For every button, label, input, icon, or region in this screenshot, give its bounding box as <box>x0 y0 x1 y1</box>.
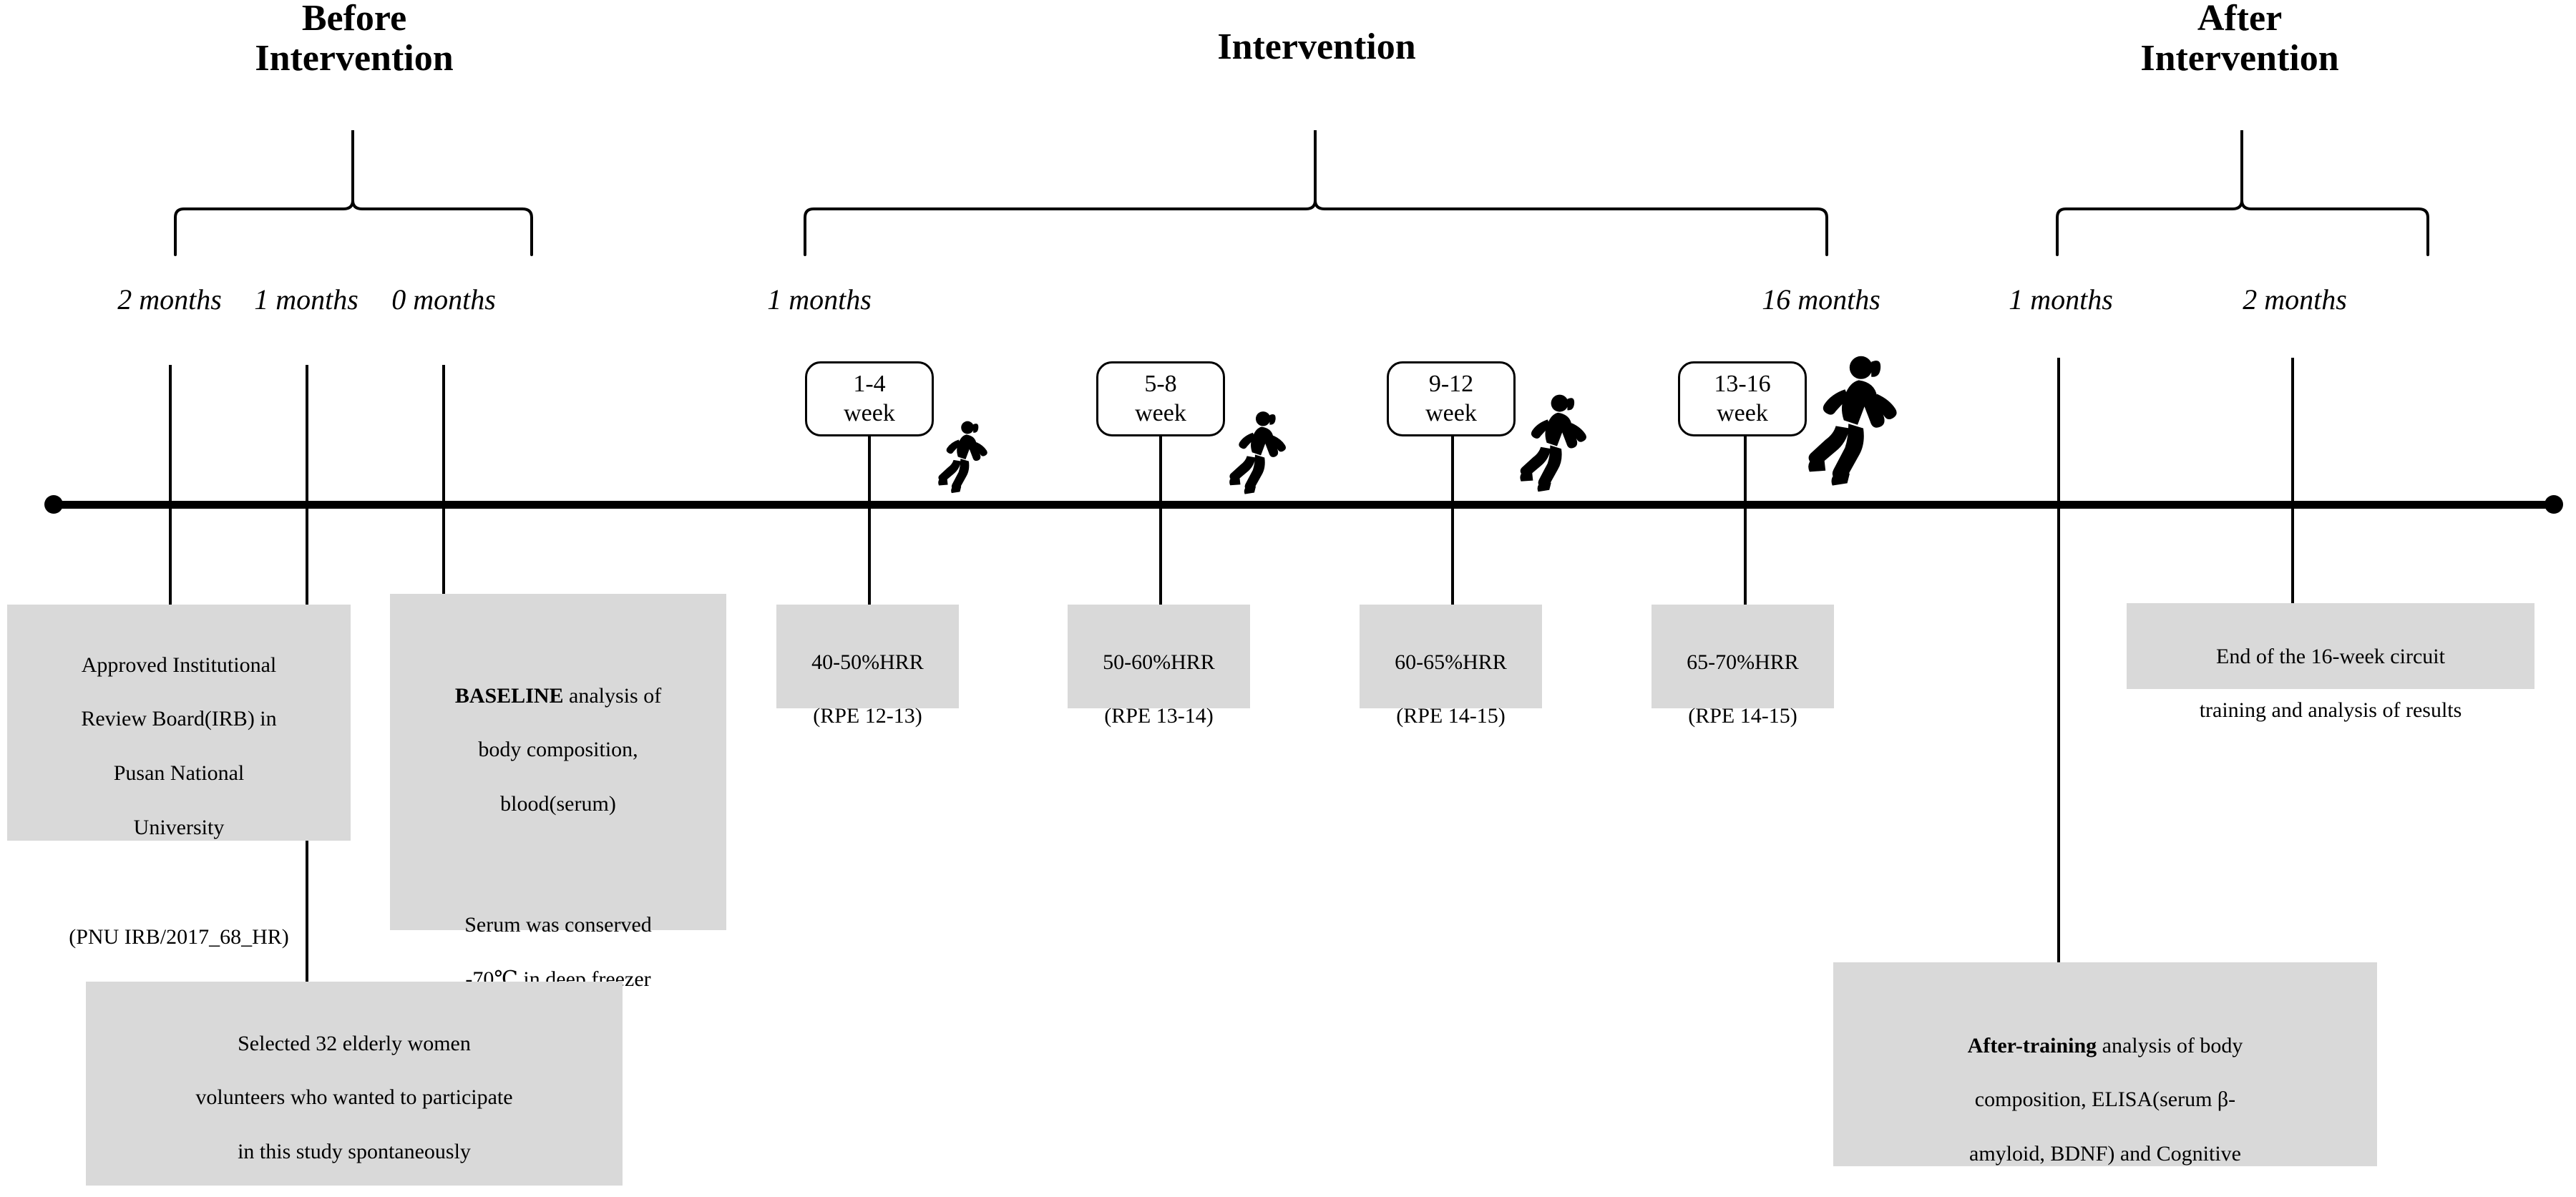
irb-line-5: (PNU IRB/2017_68_HR) <box>69 924 289 949</box>
runner-icon-4 <box>1795 352 1909 508</box>
tick-line-before-2 <box>169 365 172 633</box>
after-line-3: amyloid, BDNF) and Cognitive <box>1969 1141 2241 1166</box>
intensity-box-1: 40-50%HRR (RPE 12-13) <box>776 605 959 728</box>
intensity-hrr: 65-70%HRR <box>1687 650 1799 674</box>
week-box-range: 13-16 <box>1714 371 1771 398</box>
month-label-after-1: 1 months <box>2009 283 2113 316</box>
recruitment-line-2: volunteers who wanted to participate <box>195 1085 513 1110</box>
runner-icon-1 <box>930 419 995 505</box>
after-rest: analysis of body <box>2097 1033 2243 1057</box>
tick-line-before-0 <box>442 365 445 619</box>
week-box-range: 5-8 <box>1144 371 1177 398</box>
brace-after-intervention <box>2054 129 2433 256</box>
intensity-rpe: (RPE 14-15) <box>1396 704 1506 728</box>
phase-title-after: After Intervention <box>2140 0 2339 79</box>
tick-line-week-5-8 <box>1159 435 1162 650</box>
baseline-bold: BASELINE <box>454 683 564 708</box>
irb-line-3: Pusan National <box>113 761 245 785</box>
baseline-line-2: body composition, <box>478 738 638 762</box>
baseline-line-4: Serum was conserved <box>464 913 652 937</box>
tick-line-week-9-12 <box>1451 435 1454 650</box>
intensity-rpe: (RPE 13-14) <box>1104 704 1214 728</box>
week-box-1-4[interactable]: 1-4 week <box>805 361 934 436</box>
note-box-baseline: BASELINE analysis of body composition, b… <box>390 594 726 1045</box>
baseline-line-3: blood(serum) <box>500 791 616 816</box>
intensity-rpe: (RPE 14-15) <box>1688 704 1797 728</box>
intensity-rpe: (RPE 12-13) <box>813 704 922 728</box>
note-box-end-of-training: End of the 16-week circuit training and … <box>2127 603 2534 722</box>
phase-title-before: Before Intervention <box>255 0 454 79</box>
month-label-before-2: 2 months <box>117 283 222 316</box>
intensity-box-2: 50-60%HRR (RPE 13-14) <box>1068 605 1250 728</box>
intensity-hrr: 40-50%HRR <box>811 650 924 674</box>
note-box-after-training: After-training analysis of body composit… <box>1833 962 2377 1197</box>
brace-before-intervention <box>172 129 537 256</box>
month-label-intervention-start: 1 months <box>767 283 872 316</box>
intensity-hrr: 50-60%HRR <box>1103 650 1215 674</box>
week-box-9-12[interactable]: 9-12 week <box>1387 361 1516 436</box>
week-box-unit: week <box>1717 399 1768 426</box>
month-label-intervention-end: 16 months <box>1762 283 1880 316</box>
timeline-end-dot <box>2545 495 2563 514</box>
baseline-rest: analysis of <box>563 683 662 708</box>
irb-line-4: University <box>133 815 225 839</box>
tick-line-after-2 <box>2291 358 2294 615</box>
intensity-box-4: 65-70%HRR (RPE 14-15) <box>1652 605 1834 728</box>
tick-line-week-1-4 <box>868 435 871 650</box>
tick-line-after-1 <box>2057 358 2060 973</box>
after-line-1: After-training analysis of body <box>1840 1005 2370 1060</box>
after-line-4: function for analysis <box>1840 1194 2370 1197</box>
week-box-unit: week <box>844 399 895 426</box>
after-line-2: composition, ELISA(serum β- <box>1974 1088 2236 1112</box>
end-line-1: End of the 16-week circuit <box>2216 644 2445 668</box>
timeline-axis <box>54 501 2558 509</box>
intensity-hrr: 60-65%HRR <box>1395 650 1507 674</box>
runner-icon-2 <box>1220 409 1294 508</box>
baseline-line-1: BASELINE analysis of <box>397 655 719 710</box>
note-box-irb: Approved Institutional Review Board(IRB)… <box>7 605 351 949</box>
phase-title-intervention: Intervention <box>1217 26 1416 67</box>
runner-icon-3 <box>1508 392 1597 508</box>
week-box-5-8[interactable]: 5-8 week <box>1096 361 1225 436</box>
recruitment-line-1: Selected 32 elderly women <box>238 1031 471 1055</box>
month-label-after-2: 2 months <box>2243 283 2347 316</box>
baseline-spacer <box>397 844 719 884</box>
tick-line-week-13-16 <box>1744 435 1747 650</box>
week-box-range: 9-12 <box>1428 371 1474 398</box>
recruitment-line-3: in this study spontaneously <box>238 1139 471 1163</box>
week-box-13-16[interactable]: 13-16 week <box>1678 361 1807 436</box>
week-box-unit: week <box>1135 399 1186 426</box>
irb-spacer <box>14 868 343 896</box>
end-line-2: training and analysis of results <box>2199 698 2462 723</box>
month-label-before-0: 0 months <box>391 283 496 316</box>
week-box-unit: week <box>1425 399 1477 426</box>
month-label-before-1: 1 months <box>254 283 358 316</box>
recruitment-line-4: (by inclusion and exclusion criteria) <box>93 1193 615 1197</box>
note-box-recruitment: Selected 32 elderly women volunteers who… <box>86 982 623 1197</box>
after-bold: After-training <box>1967 1033 2097 1057</box>
intensity-box-3: 60-65%HRR (RPE 14-15) <box>1360 605 1542 728</box>
timeline-start-dot <box>44 495 63 514</box>
brace-intervention <box>801 129 1832 256</box>
irb-line-2: Review Board(IRB) in <box>81 707 277 731</box>
irb-line-1: Approved Institutional <box>81 653 277 677</box>
week-box-range: 1-4 <box>853 371 886 398</box>
